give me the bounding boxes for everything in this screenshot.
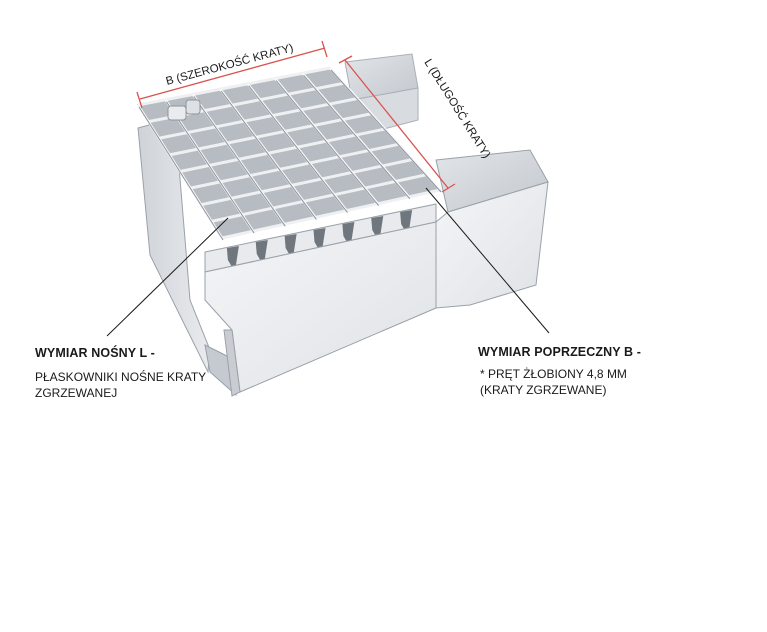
leader-line-load-bearing [106,217,229,337]
cross-description-line2: (KRATY ZGRZEWANE) [480,383,607,397]
bearing-bar [169,112,372,157]
cross-rod-shadow [330,69,442,193]
cross-title: WYMIAR POPRZECZNY B - [478,345,641,359]
cross-rod [301,72,410,198]
back-side-plate [344,53,419,131]
width-dimension-arrow [139,47,326,100]
cross-rod-shadow [275,80,380,207]
cross-rods [136,67,442,241]
load-bearing-description: PŁASKOWNIKI NOŚNE KRATY ZGRZEWANEJ [35,369,235,401]
bearing-bar [221,188,441,240]
cross-description: * PRĘT ŻŁOBIONY 4,8 MM (KRATY ZGRZEWANE) [480,366,680,398]
cross-rod-shadow [138,106,224,241]
bearing-bar [211,173,427,223]
load-bearing-title: WYMIAR NOŚNY L - [35,346,155,360]
cross-rod-shadow [220,90,317,220]
load-bearing-description-line2: ZGRZEWANEJ [35,386,118,400]
cross-rod-shadow [248,85,348,213]
cross-rod-shadow [193,96,286,227]
fixing-clamp [167,99,201,121]
bearing-bar [158,97,358,140]
cross-rod-shadow [303,74,411,200]
load-bearing-description-line1: PŁASKOWNIKI NOŚNE KRATY [35,370,207,384]
bearing-bar [179,127,386,173]
bearing-bar [137,66,331,107]
length-dimension-label: L (DŁUGOŚĆ KRATY) [421,57,493,161]
bearing-bar [200,158,413,207]
leader-line-cross [425,187,550,334]
right-side-plate [204,149,549,397]
bearing-bar [190,142,400,190]
cross-rod-shadow [166,101,255,234]
cross-description-line1: * PRĘT ŻŁOBIONY 4,8 MM [480,367,627,381]
length-dimension-arrow [344,59,449,189]
cross-rod [329,67,441,191]
